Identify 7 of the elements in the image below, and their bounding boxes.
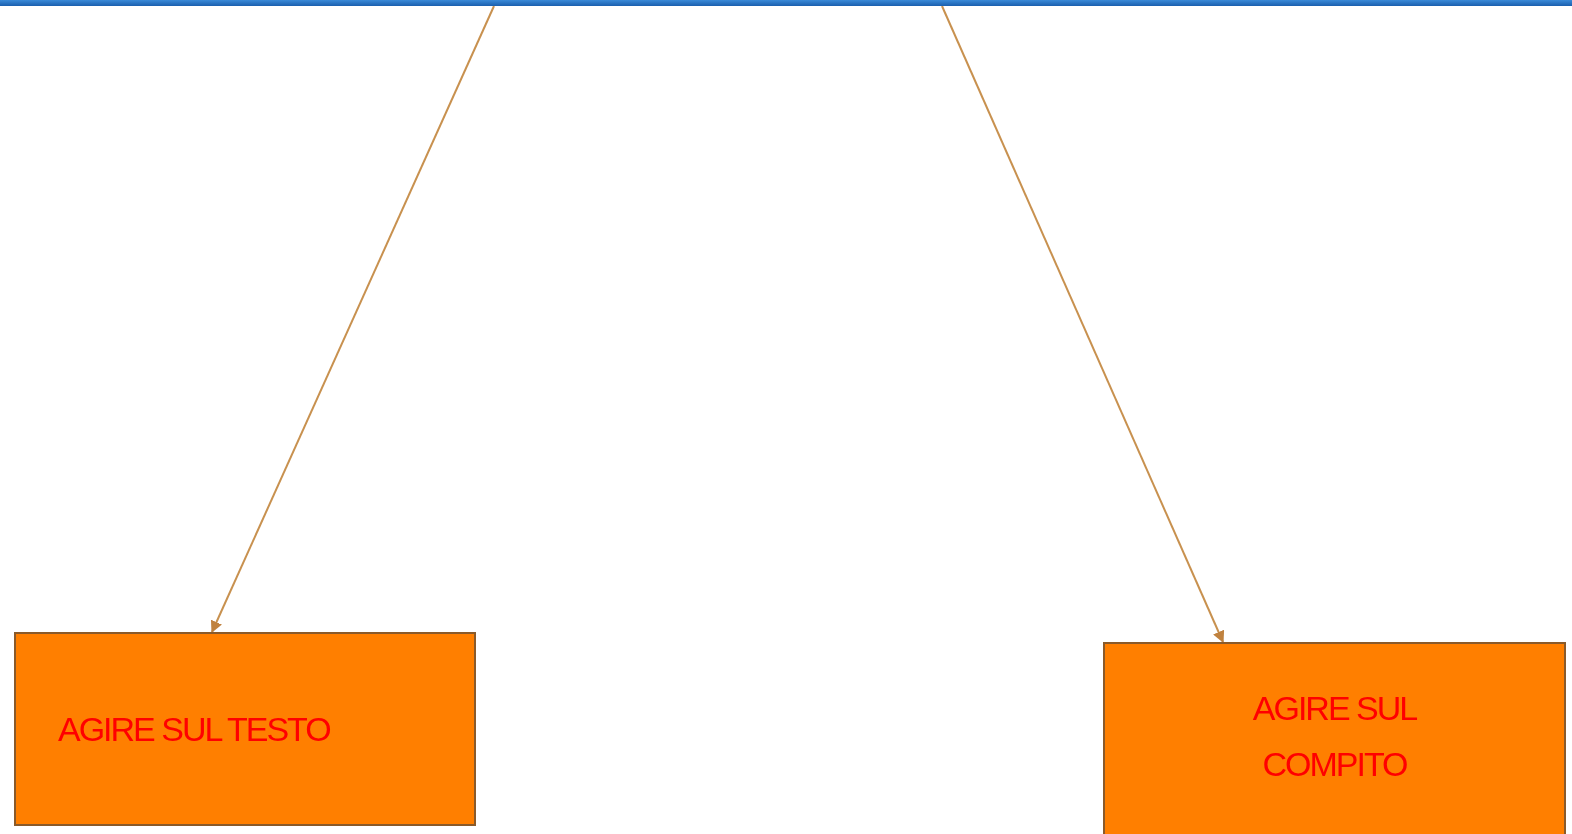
process-box <box>14 632 476 826</box>
arrow <box>210 5 495 634</box>
header-bar <box>0 0 1572 6</box>
process-box <box>1103 642 1566 834</box>
box-label: AGIRE SUL COMPITO <box>1251 688 1418 785</box>
arrow <box>941 5 1225 644</box>
box-label: AGIRE SUL TESTO <box>58 709 330 750</box>
